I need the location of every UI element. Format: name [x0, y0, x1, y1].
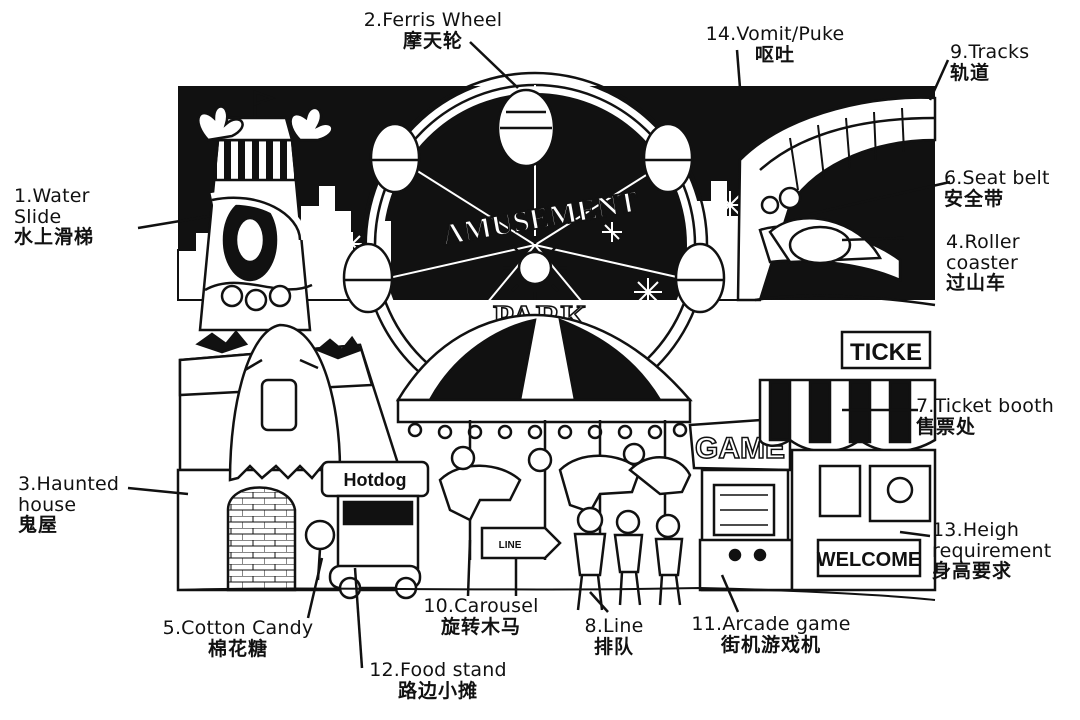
- label-zh: 街机游戏机: [720, 633, 821, 656]
- label-tracks: 9.Tracks 轨道: [950, 42, 1029, 83]
- label-zh: 水上滑梯: [14, 226, 95, 249]
- label-zh: 路边小摊: [397, 679, 478, 702]
- label-carousel: 10.Carousel 旋转木马: [416, 596, 546, 637]
- label-haunted-house: 3.Haunted house 鬼屋: [18, 474, 128, 536]
- label-en: 2.Ferris Wheel: [363, 9, 503, 31]
- label-seat-belt: 6.Seat belt 安全带: [944, 168, 1050, 209]
- hotdog-sign: Hotdog: [344, 470, 407, 490]
- label-zh: 轨道: [950, 61, 991, 84]
- water-slide: [197, 90, 334, 332]
- label-zh: 呕吐: [754, 43, 795, 66]
- label-arcade-game: 11.Arcade game 街机游戏机: [686, 614, 856, 655]
- label-zh: 旋转木马: [440, 615, 521, 638]
- ground-line: [177, 586, 936, 601]
- label-zh: 过山车: [946, 272, 1007, 295]
- label-en: 3.Haunted house: [18, 473, 120, 516]
- label-zh: 身高要求: [932, 560, 1013, 583]
- carousel: [395, 313, 693, 560]
- label-en: 13.Heigh requirement: [932, 519, 1052, 562]
- food-stand: Hotdog: [304, 460, 430, 600]
- leader-lines: [127, 41, 951, 669]
- welcome-sign: WELCOME: [817, 549, 921, 571]
- label-en: 9.Tracks: [950, 41, 1030, 63]
- label-cotton-candy: 5.Cotton Candy 棉花糖: [150, 618, 326, 659]
- label-line: 8.Line 排队: [566, 616, 662, 657]
- label-en: 1.Water Slide: [14, 185, 90, 228]
- label-zh: 鬼屋: [18, 514, 59, 537]
- label-en: 4.Roller coaster: [946, 231, 1020, 274]
- label-zh: 排队: [593, 635, 634, 658]
- label-zh: 安全带: [944, 187, 1005, 210]
- label-roller-coaster: 4.Roller coaster 过山车: [946, 232, 1046, 294]
- roller-coaster: [736, 96, 937, 307]
- label-en: 14.Vomit/Puke: [705, 23, 845, 45]
- label-en: 5.Cotton Candy: [162, 617, 314, 639]
- label-en: 12.Food stand: [369, 659, 507, 681]
- label-ferris-wheel: 2.Ferris Wheel 摩天轮: [358, 10, 508, 51]
- label-en: 7.Ticket booth: [916, 395, 1054, 417]
- label-zh: 摩天轮: [402, 29, 463, 52]
- queue-area: LINE: [480, 506, 684, 611]
- label-height-requirement: 13.Heigh requirement 身高要求: [932, 520, 1072, 582]
- label-zh: 售票处: [916, 415, 977, 438]
- label-vomit: 14.Vomit/Puke 呕吐: [690, 24, 860, 65]
- label-food-stand: 12.Food stand 路边小摊: [358, 660, 518, 701]
- ticket-sign: TICKE: [850, 339, 922, 366]
- label-ticket-booth: 7.Ticket booth 售票处: [916, 396, 1054, 437]
- label-zh: 棉花糖: [207, 637, 268, 660]
- label-water-slide: 1.Water Slide 水上滑梯: [14, 186, 124, 248]
- ticket-booth: TICKE WELCOME: [758, 330, 937, 592]
- label-en: 10.Carousel: [423, 595, 539, 617]
- line-sign: LINE: [499, 540, 522, 551]
- label-en: 11.Arcade game: [691, 613, 851, 635]
- label-en: 6.Seat belt: [944, 167, 1050, 189]
- label-en: 8.Line: [584, 615, 644, 637]
